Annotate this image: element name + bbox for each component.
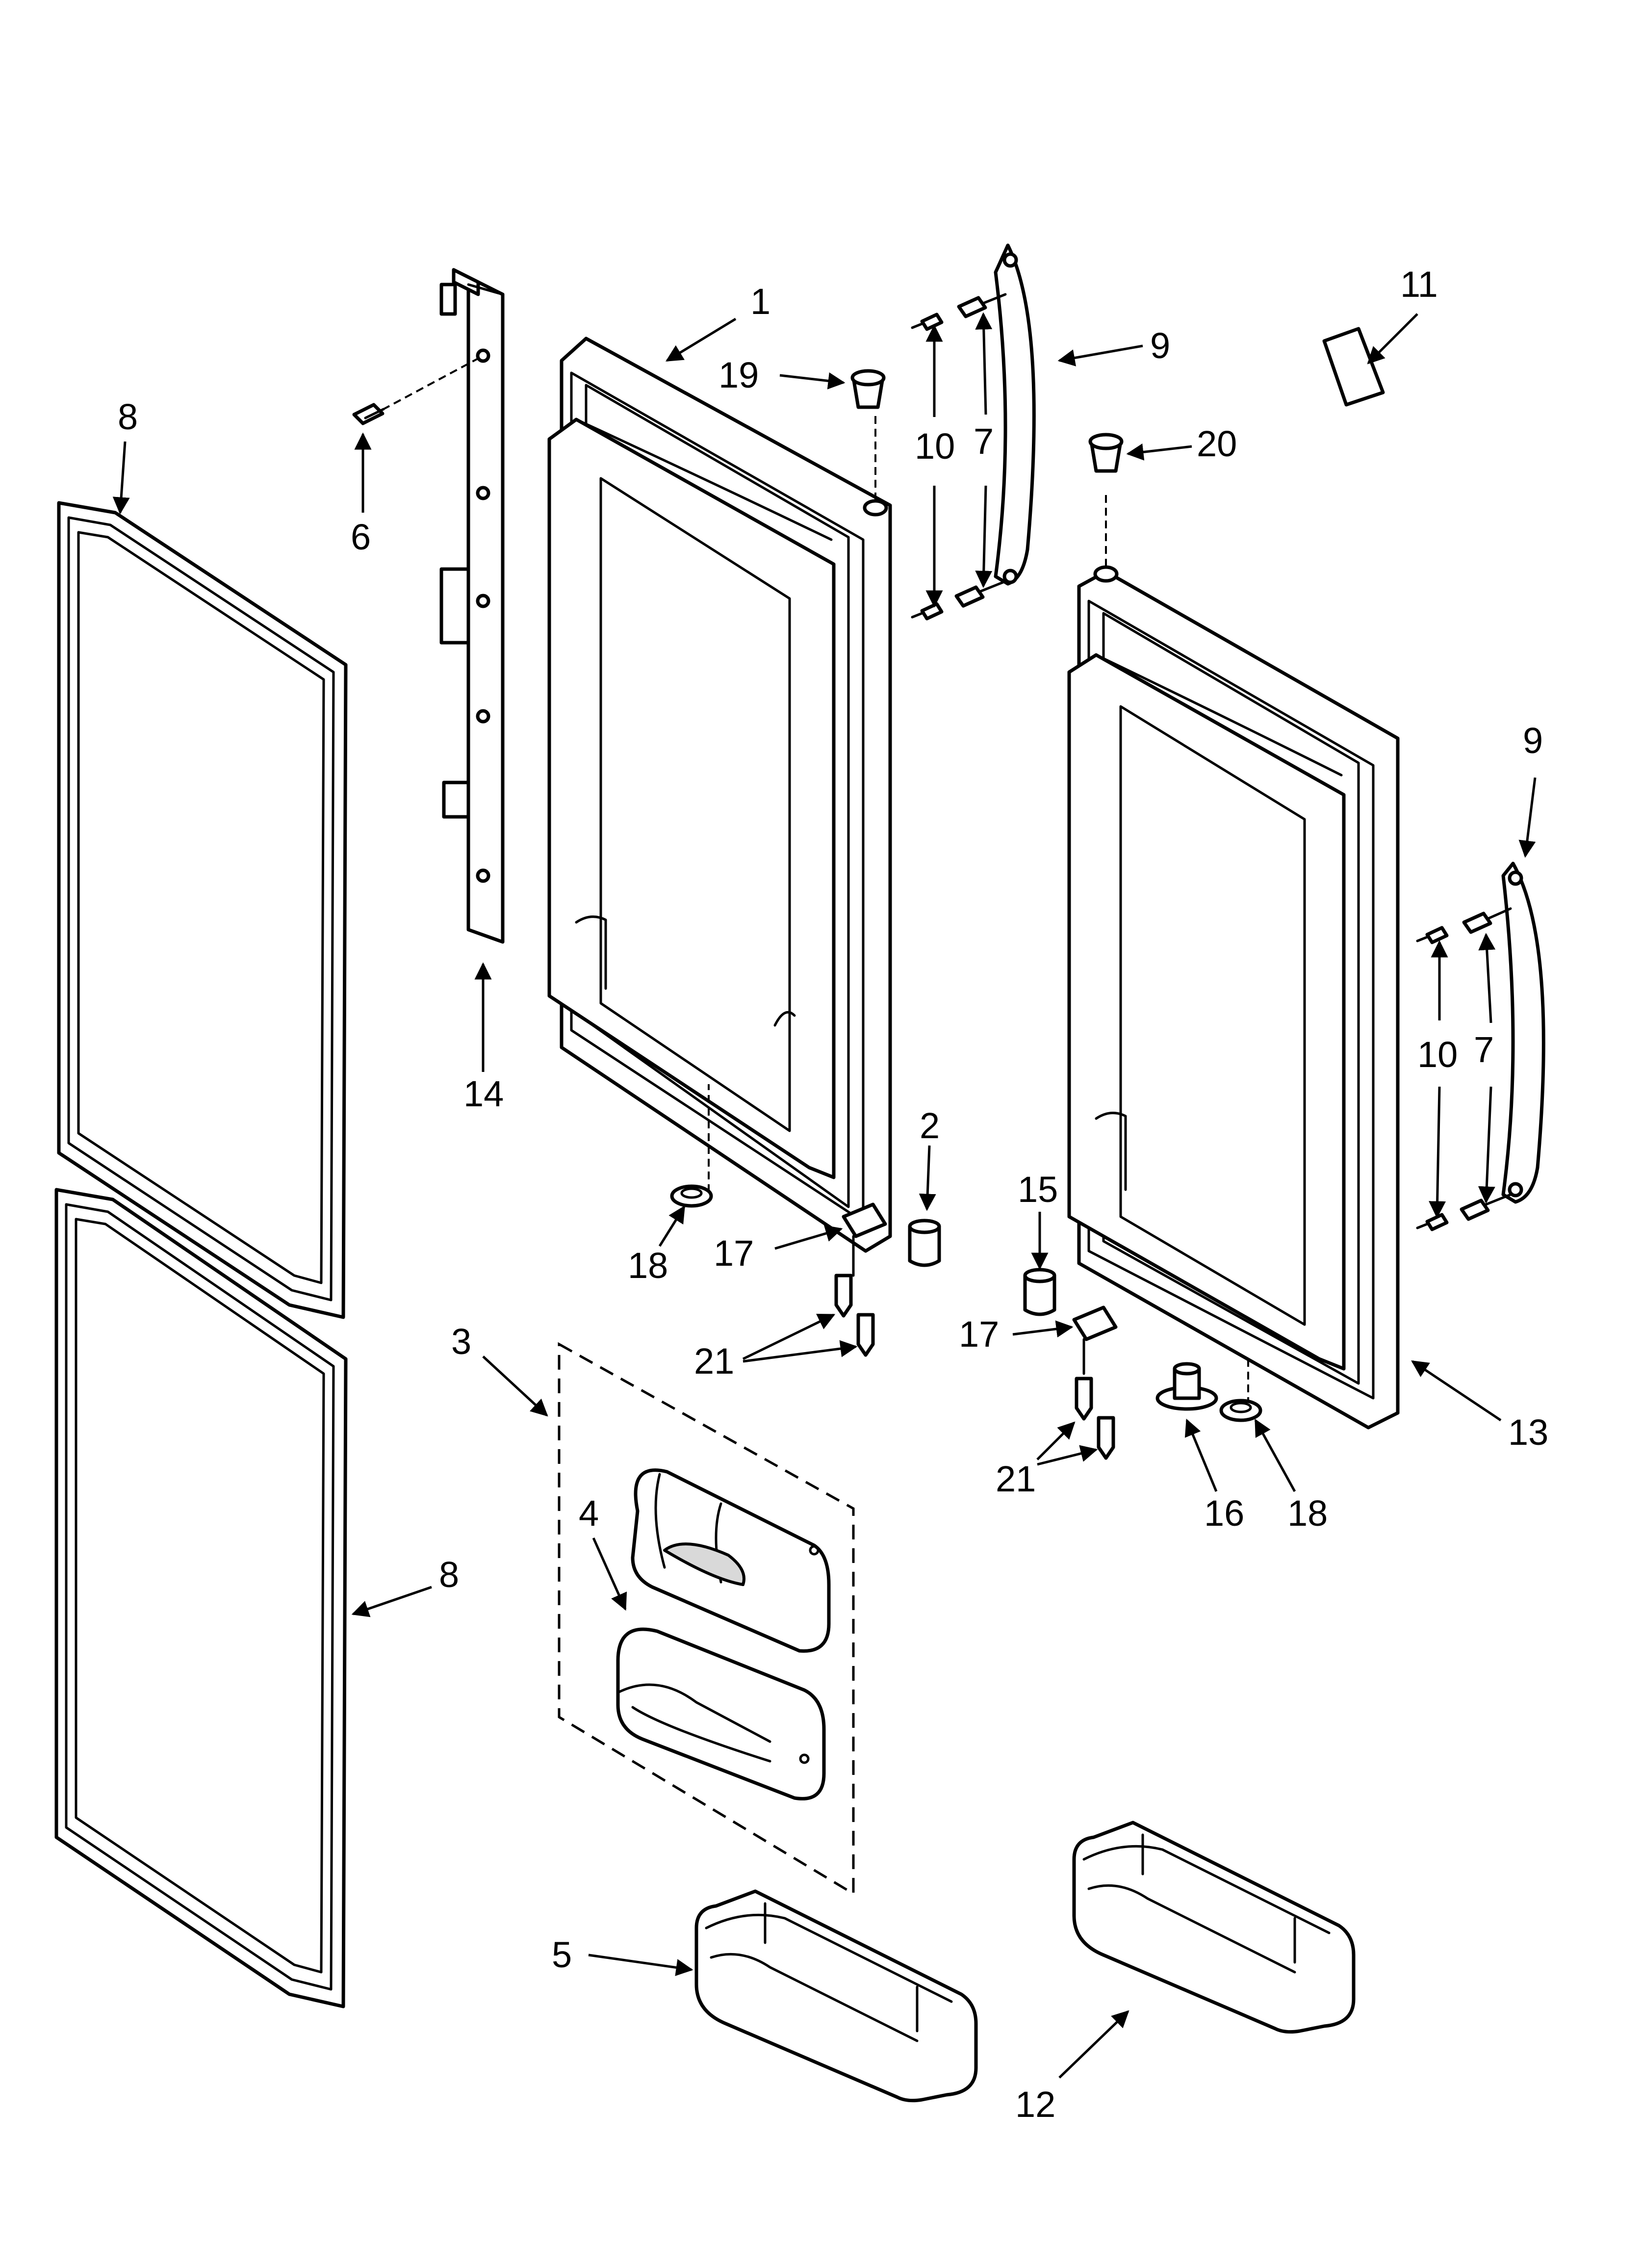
label-11 xyxy=(1322,327,1385,407)
callout-14: 14 xyxy=(463,1073,504,1114)
handle-right-door xyxy=(1501,861,1545,1204)
callout-15: 15 xyxy=(1018,1169,1058,1210)
door-gasket-lower xyxy=(54,1188,348,2008)
bushing-2 xyxy=(908,1219,941,1267)
callout-7-right: 7 xyxy=(1474,1029,1494,1070)
callout-9-right: 9 xyxy=(1523,720,1543,761)
callout-21-right: 21 xyxy=(996,1459,1036,1499)
callout-8-lower: 8 xyxy=(439,1554,459,1595)
dispenser-bin-4-lower xyxy=(616,1627,826,1800)
callout-21-left: 21 xyxy=(694,1341,734,1382)
hinge-bracket-17-right xyxy=(1072,1305,1118,1375)
leader-arrows xyxy=(112,312,1537,2079)
callout-17-left: 17 xyxy=(714,1233,754,1274)
hinge-bushing-20 xyxy=(1088,433,1124,473)
callout-5: 5 xyxy=(552,1934,572,1975)
dispenser-cover-4-upper xyxy=(631,1468,831,1653)
door-shelf-12 xyxy=(1072,1821,1356,2034)
bottom-hinge-pin-16 xyxy=(1155,1362,1218,1411)
callout-11: 11 xyxy=(1400,264,1438,305)
dispenser-assembly xyxy=(558,1342,855,1896)
callout-4: 4 xyxy=(579,1493,599,1534)
callout-6: 6 xyxy=(351,517,371,557)
callout-10-left: 10 xyxy=(915,426,955,467)
screws-right-handle xyxy=(1416,907,1512,1231)
hinge-strip xyxy=(439,268,505,944)
callout-16: 16 xyxy=(1204,1493,1244,1534)
screws-21-left xyxy=(834,1274,875,1357)
callout-13: 13 xyxy=(1508,1412,1548,1453)
callout-17-right: 17 xyxy=(959,1314,999,1355)
left-door xyxy=(547,337,892,1253)
door-gasket-upper xyxy=(57,501,348,1319)
screws-21-right xyxy=(1075,1377,1115,1460)
callout-20: 20 xyxy=(1197,423,1237,464)
plug-18-left xyxy=(670,1184,713,1208)
hinge-bushing-19 xyxy=(850,369,886,409)
callout-2: 2 xyxy=(920,1105,940,1146)
callout-10-right: 10 xyxy=(1417,1034,1458,1075)
callout-9-left: 9 xyxy=(1150,325,1170,366)
callout-19: 19 xyxy=(718,355,759,395)
door-shelf-5 xyxy=(694,1889,978,2103)
callout-1: 1 xyxy=(750,281,770,322)
bushing-15 xyxy=(1023,1268,1056,1316)
callout-12: 12 xyxy=(1015,2084,1055,2125)
callout-8-upper: 8 xyxy=(118,396,138,437)
callout-18-right: 18 xyxy=(1287,1493,1328,1534)
callout-3: 3 xyxy=(451,1321,471,1362)
callout-18-left: 18 xyxy=(628,1245,668,1286)
hinge-bracket-17-left xyxy=(842,1202,887,1277)
hinge-screw xyxy=(352,356,481,425)
right-door xyxy=(1067,491,1400,1430)
plug-18-right xyxy=(1219,1399,1262,1422)
handle-left-door xyxy=(994,243,1036,586)
callout-7-left: 7 xyxy=(974,421,994,462)
callout-labels: 1 2 3 4 5 6 7 7 8 8 9 9 10 10 11 12 13 1… xyxy=(118,264,1548,2125)
